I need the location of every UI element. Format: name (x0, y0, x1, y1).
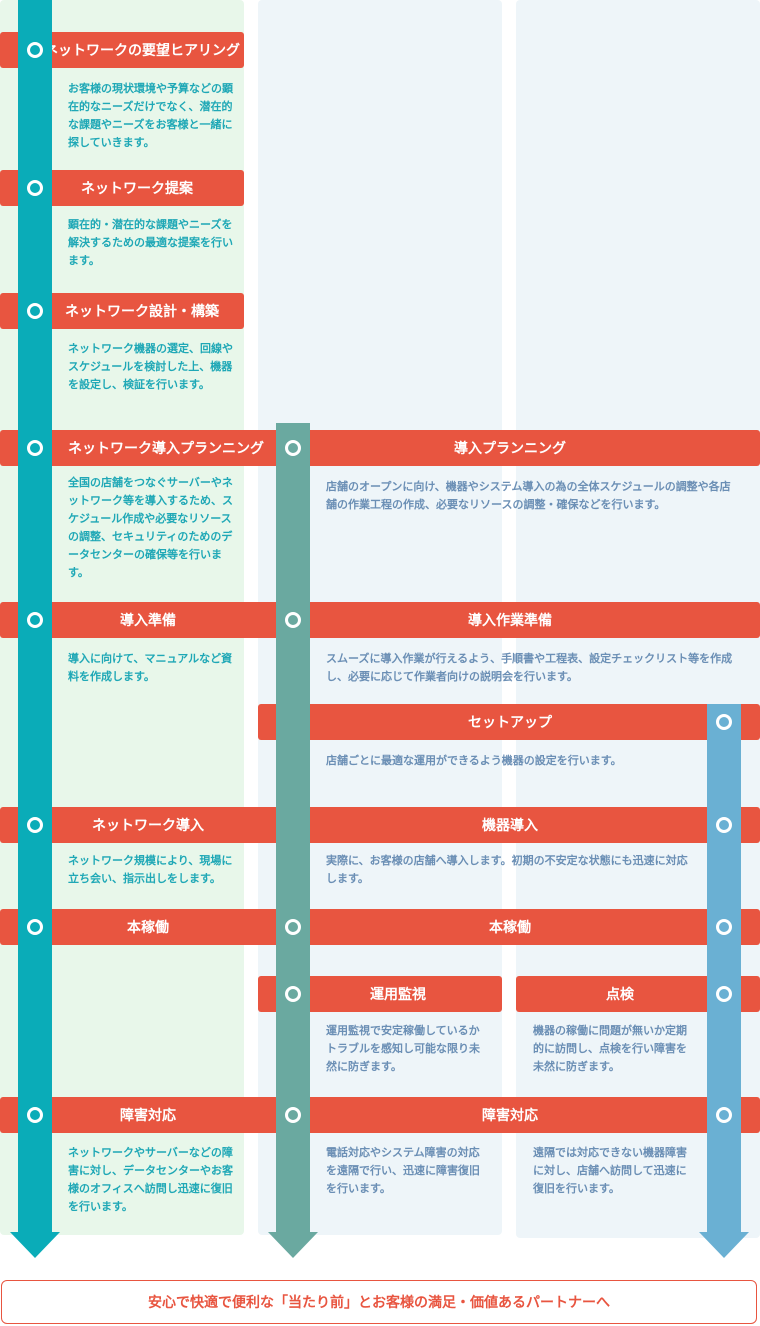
step-bar-fault: 障害対応 障害対応 (0, 1097, 760, 1133)
step-title-live-right: 本稼働 (489, 920, 531, 936)
milestone-dot (716, 919, 732, 935)
step-bar-live: 本稼働 本稼働 (0, 909, 760, 945)
setup-description: 店舗ごとに最適な運用ができるよう機器の設定を行います。 (326, 754, 622, 767)
step-title-fault-right: 障害対応 (482, 1108, 538, 1124)
milestone-dot (27, 1107, 43, 1123)
milestone-dot (285, 986, 301, 1002)
prep-description: 導入に向けて、マニュアルなど資料を作成します。 (68, 652, 233, 683)
step-title-fault-left: 障害対応 (120, 1108, 176, 1124)
device-install-description: 実際に、お客様の店舗へ導入します。初期の不安定な状態にも迅速に対応します。 (326, 854, 688, 885)
right-flow-trunk (707, 704, 741, 1233)
design-description: ネットワーク機器の選定、回線やスケジュールを検討した上、機器を設定し、検証を行い… (68, 342, 233, 391)
fault-right-description: 遠隔では対応できない機器障害に対し、店舗へ訪問して迅速に復旧を行います。 (533, 1146, 687, 1195)
middle-flow-trunk (276, 423, 310, 1233)
middle-flow-arrow (268, 1232, 318, 1258)
step-title-device-install: 機器導入 (482, 818, 538, 834)
milestone-dot (27, 919, 43, 935)
milestone-dot (27, 180, 43, 196)
step-title-prep: 導入準備 (120, 613, 176, 629)
step-title-planning: 導入プランニング (454, 441, 566, 457)
step-title-design: ネットワーク設計・構築 (65, 304, 219, 320)
network-planning-description: 全国の店舗をつなぐサーバーやネットワーク等を導入するため、スケジュール作成や必要… (68, 476, 233, 579)
step-title-work-prep: 導入作業準備 (468, 613, 552, 629)
milestone-dot (27, 817, 43, 833)
left-flow-arrow (10, 1232, 60, 1258)
milestone-dot (27, 42, 43, 58)
milestone-dot (285, 440, 301, 456)
milestone-dot (27, 303, 43, 319)
step-title-live-left: 本稼働 (127, 920, 169, 936)
step-bar-prep: 導入準備 導入作業準備 (0, 602, 760, 638)
fault-left-description: ネットワークやサーバーなどの障害に対し、データセンターやお客様のオフィスへ訪問し… (68, 1146, 233, 1213)
goal-text: 安心で快適で便利な「当たり前」とお客様の満足・価値あるパートナーへ (148, 1295, 610, 1311)
step-bar-install: ネットワーク導入 機器導入 (0, 807, 760, 843)
step-bar-setup: セットアップ (258, 704, 760, 740)
milestone-dot (716, 1107, 732, 1123)
planning-description: 店舗のオープンに向け、機器やシステム導入の為の全体スケジュールの調整や各店舗の作… (326, 480, 731, 511)
step-bar-network-planning: ネットワーク導入プランニング 導入プランニング (0, 430, 760, 466)
milestone-dot (716, 714, 732, 730)
step-title-inspect: 点検 (606, 987, 634, 1003)
proposal-description: 顕在的・潜在的な課題やニーズを解決するための最適な提案を行います。 (68, 218, 233, 267)
hearing-description: お客様の現状環境や予算などの顕在的なニーズだけでなく、潜在的な課題やニーズをお客… (68, 82, 233, 149)
step-title-monitor: 運用監視 (370, 987, 426, 1003)
milestone-dot (285, 612, 301, 628)
step-title-network-planning: ネットワーク導入プランニング (68, 441, 264, 457)
fault-middle-description: 電話対応やシステム障害の対応を遠隔で行い、迅速に障害復旧を行います。 (326, 1146, 480, 1195)
right-flow-arrow (699, 1232, 749, 1258)
milestone-dot (285, 1107, 301, 1123)
milestone-dot (285, 919, 301, 935)
inspect-description: 機器の稼働に問題が無いか定期的に訪問し、点検を行い障害を未然に防ぎます。 (533, 1024, 687, 1073)
network-install-description: ネットワーク規模により、現場に立ち会い、指示出しをします。 (68, 854, 233, 885)
milestone-dot (716, 817, 732, 833)
step-title-hearing: ネットワークの要望ヒアリング (44, 43, 240, 59)
work-prep-description: スムーズに導入作業が行えるよう、手順書や工程表、設定チェックリスト等を作成し、必… (326, 652, 733, 683)
milestone-dot (716, 986, 732, 1002)
step-title-proposal: ネットワーク提案 (81, 181, 193, 197)
milestone-dot (27, 612, 43, 628)
milestone-dot (27, 440, 43, 456)
monitor-description: 運用監視で安定稼働しているかトラブルを感知し可能な限り未然に防ぎます。 (326, 1024, 480, 1073)
step-title-setup: セットアップ (468, 715, 552, 731)
step-title-network-install: ネットワーク導入 (92, 818, 204, 834)
goal-box: 安心で快適で便利な「当たり前」とお客様の満足・価値あるパートナーへ (1, 1280, 757, 1324)
